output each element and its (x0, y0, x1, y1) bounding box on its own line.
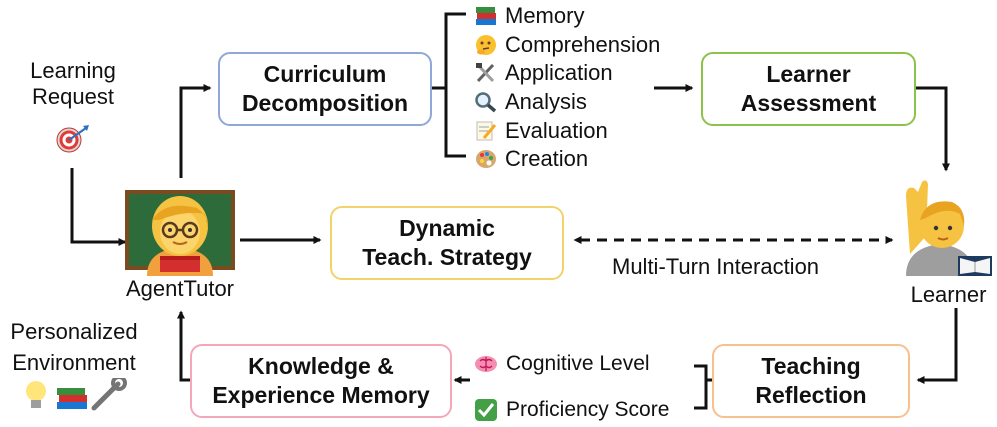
list-item: Comprehension (474, 31, 660, 60)
arrow-learner-to-reflection (916, 308, 958, 384)
agent-tutor-label: AgentTutor (125, 276, 235, 301)
dynamic-teaching-strategy-box: Dynamic Teach. Strategy (330, 206, 564, 280)
knowledge-experience-memory-box: Knowledge & Experience Memory (190, 344, 452, 418)
learner-label: Learner (910, 282, 987, 307)
arrow-request-to-agent (70, 168, 127, 246)
check-mark-icon (474, 399, 498, 421)
list-item: Evaluation (474, 116, 660, 145)
environment-icons (22, 375, 132, 412)
palette-icon (474, 148, 500, 170)
list-item: Memory (474, 2, 660, 31)
books-icon (57, 388, 87, 409)
thinking-face-icon (474, 34, 500, 56)
bloom-bracket (444, 12, 466, 158)
target-icon (56, 124, 89, 154)
arrow-assessment-to-learner (916, 86, 950, 172)
raising-hand-learner-icon (896, 176, 996, 276)
learning-request-label: Learning Request (30, 58, 116, 109)
multi-turn-interaction-label: Multi-Turn Interaction (612, 254, 820, 279)
cognitive-level-item: Cognitive Level (474, 352, 650, 376)
learner-assessment-box: Learner Assessment (701, 52, 916, 126)
tools-icon (474, 62, 500, 84)
list-item: Application (474, 59, 660, 88)
arrow-memory-to-agent (177, 310, 190, 382)
memo-icon (474, 120, 500, 142)
curriculum-decomposition-box: Curriculum Decomposition (218, 52, 432, 126)
list-item: Analysis (474, 88, 660, 117)
books-icon (474, 5, 500, 27)
arrow-agent-to-curriculum (179, 84, 212, 178)
bloom-taxonomy-list: Memory Comprehension Application Analysi… (474, 2, 660, 174)
brain-icon (474, 353, 498, 375)
list-item: Creation (474, 145, 660, 174)
teaching-reflection-box: Teaching Reflection (712, 344, 910, 418)
proficiency-score-item: Proficiency Score (474, 398, 669, 422)
magnifier-icon (474, 91, 500, 113)
lightbulb-icon (26, 381, 46, 408)
feedback-bracket (694, 364, 708, 410)
wrench-icon (91, 375, 127, 411)
teacher-icon (125, 190, 235, 276)
personalized-environment-label: Personalized Environment (10, 319, 138, 375)
